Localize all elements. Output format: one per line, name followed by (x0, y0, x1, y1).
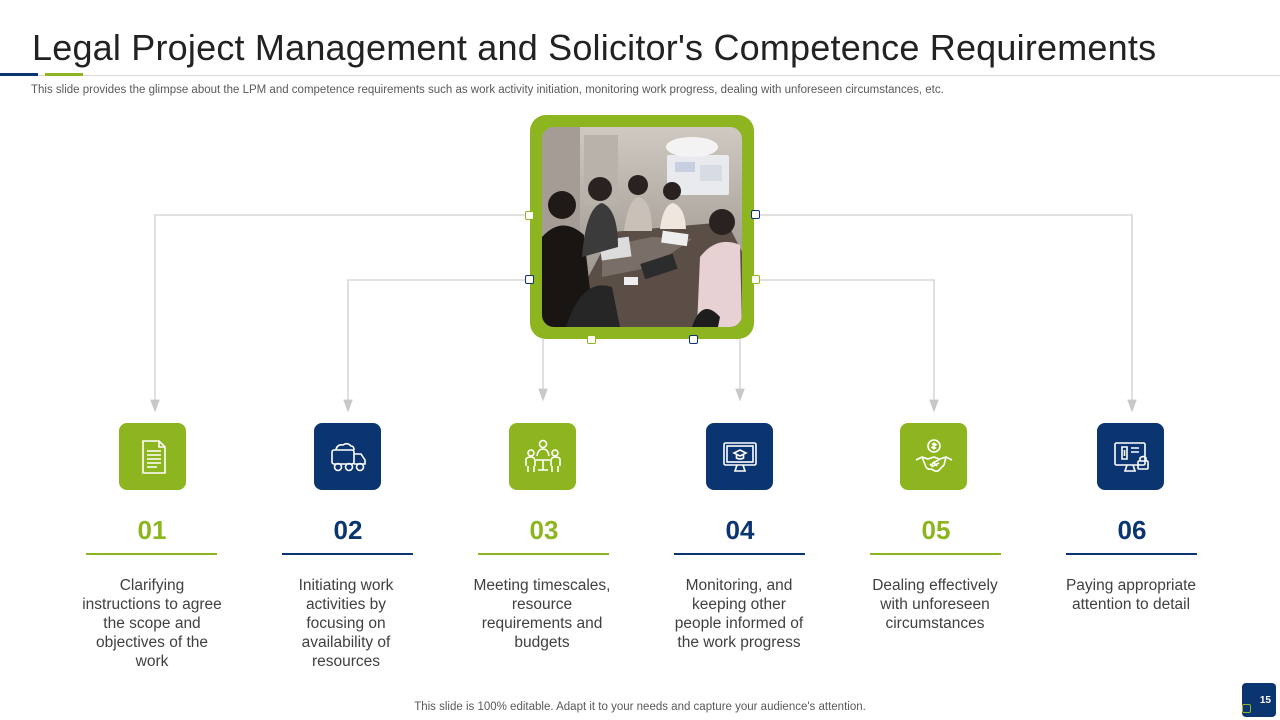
slide-subtitle: This slide provides the glimpse about th… (31, 84, 944, 96)
step-number-05: 05 (921, 515, 951, 545)
meeting-illustration (542, 127, 742, 327)
step-number-03: 03 (529, 515, 559, 545)
connector-05 (754, 279, 939, 413)
title-accent-navy (0, 73, 38, 76)
connector-handle (587, 335, 596, 344)
step-text-01: Clarifying instructions to agree the sco… (82, 577, 222, 670)
badge-handle (1242, 704, 1251, 713)
step-text-05: Dealing effectively with unforeseen circ… (872, 577, 998, 632)
step-text-04: Monitoring, and keeping other people inf… (674, 577, 804, 651)
title-accent-green (45, 73, 83, 76)
photo-frame (530, 115, 754, 339)
title-rule (0, 75, 1280, 76)
connector-handle (525, 275, 534, 284)
handshake-money-icon (900, 423, 967, 490)
connector-handle (525, 211, 534, 220)
step-text-02: Initiating work activities by focusing o… (298, 577, 394, 670)
footer-note: This slide is 100% editable. Adapt it to… (414, 701, 866, 713)
step-divider-01 (86, 553, 217, 555)
meeting-photo (542, 127, 742, 327)
step-number-04: 04 (725, 515, 755, 545)
page-number-badge: 15 (1242, 683, 1276, 717)
monitor-graduation-icon (706, 423, 773, 490)
step-text-03: Meeting timescales, resource requirement… (473, 577, 611, 651)
computer-lock-icon (1097, 423, 1164, 490)
connector-handle (751, 275, 760, 284)
truck-icon (314, 423, 381, 490)
step-divider-03 (478, 553, 609, 555)
document-icon (119, 423, 186, 490)
step-number-01: 01 (137, 515, 167, 545)
connector-handle (689, 335, 698, 344)
page-number: 15 (1259, 695, 1271, 706)
connector-01 (150, 214, 530, 413)
step-divider-02 (282, 553, 413, 555)
step-number-02: 02 (333, 515, 363, 545)
step-number-06: 06 (1117, 515, 1147, 545)
connector-06 (754, 214, 1137, 413)
step-divider-04 (674, 553, 805, 555)
slide-title: Legal Project Management and Solicitor's… (32, 27, 1157, 68)
team-meeting-icon (509, 423, 576, 490)
step-text-06: Paying appropriate attention to detail (1065, 577, 1197, 613)
step-divider-05 (870, 553, 1001, 555)
connector-handle (751, 210, 760, 219)
step-divider-06 (1066, 553, 1197, 555)
connector-02 (343, 279, 530, 413)
